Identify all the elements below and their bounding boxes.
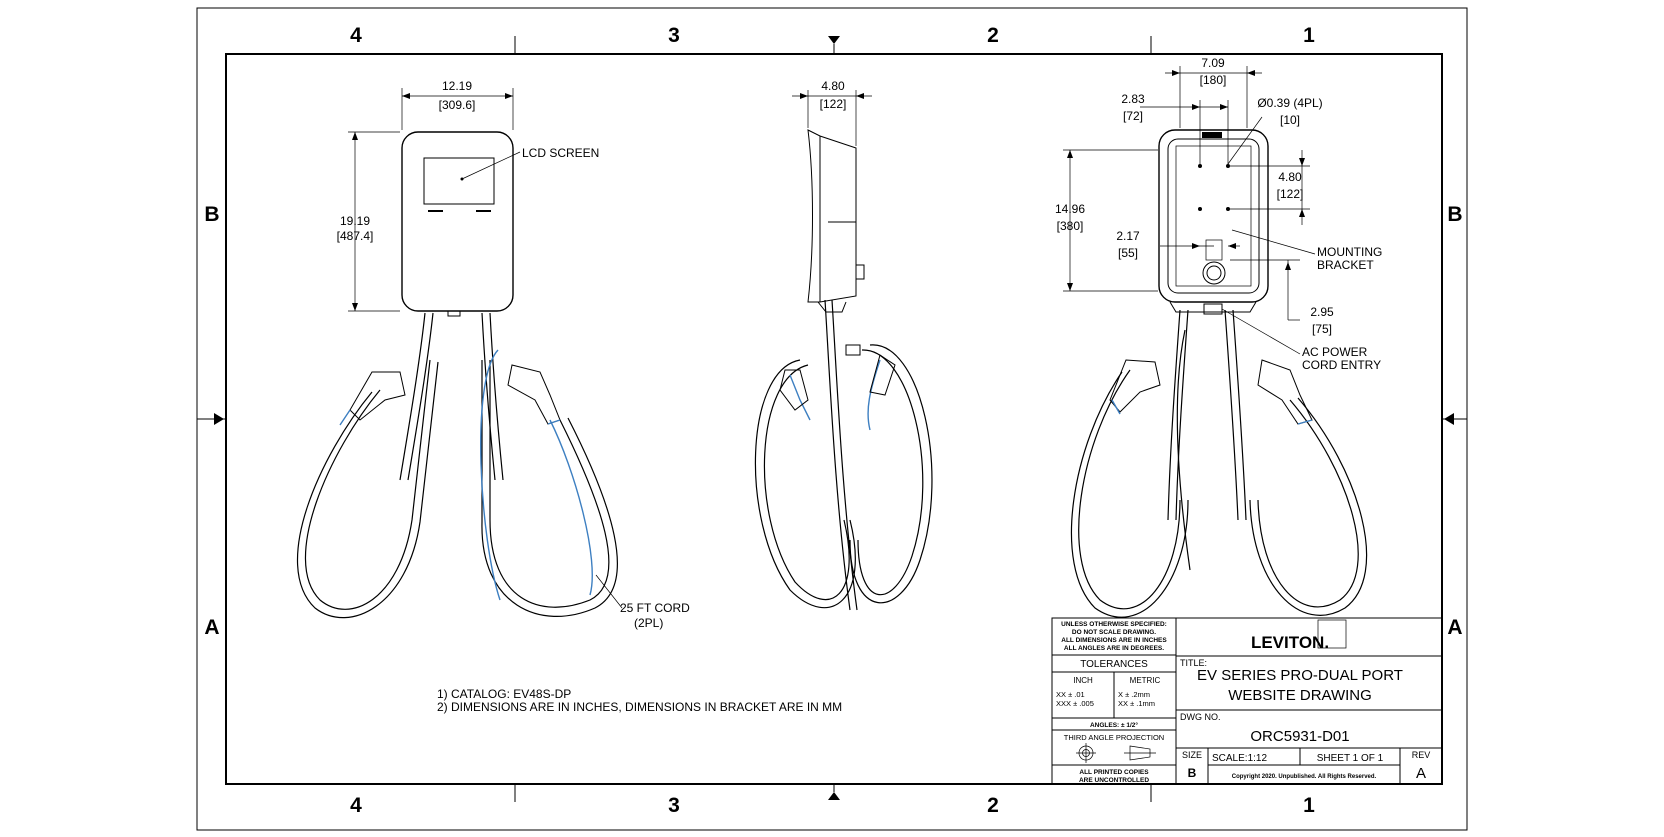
front-height-mm: [487.4] (337, 229, 374, 243)
zone-left-b: B (204, 203, 219, 226)
front-width-in: 12.19 (442, 79, 472, 93)
tb-unless-2: DO NOT SCALE DRAWING. (1072, 629, 1156, 636)
zone-top-1: 1 (1303, 24, 1315, 47)
tb-copyright: Copyright 2020. Unpublished. All Rights … (1232, 774, 1377, 780)
ac-power-label-1: AC POWER (1302, 345, 1368, 359)
zone-top-3: 3 (668, 24, 680, 47)
tb-unless-3: ALL DIMENSIONS ARE IN INCHES (1061, 637, 1167, 644)
tb-projection: THIRD ANGLE PROJECTION (1064, 733, 1164, 742)
front-view: 12.19 [309.6] 19.19 [487.4] LCD SCREEN 2… (296, 79, 690, 630)
note-1: 1) CATALOG: EV48S-DP (437, 687, 571, 701)
side-depth-in: 4.80 (821, 79, 845, 93)
zone-left-a: A (204, 616, 219, 639)
rear-hole-spacing-in: 4.80 (1278, 170, 1302, 184)
mounting-label-2: BRACKET (1317, 258, 1374, 272)
rear-hole-spacing-mm: [122] (1277, 187, 1304, 201)
zone-top-2: 2 (987, 24, 999, 47)
tb-inch-row-2: XXX ± .005 (1056, 699, 1094, 708)
zone-right-b: B (1447, 203, 1462, 226)
tb-metric: METRIC (1130, 676, 1161, 685)
zone-bottom-4: 4 (350, 794, 362, 817)
tb-title-1: EV SERIES PRO-DUAL PORT (1197, 667, 1403, 684)
front-height-in: 19.19 (340, 214, 370, 228)
ac-power-label-2: CORD ENTRY (1302, 358, 1381, 372)
side-depth-mm: [122] (820, 97, 847, 111)
zone-bottom-3: 3 (668, 794, 680, 817)
front-width-mm: [309.6] (439, 98, 476, 112)
rear-view: 7.09 [180] 2.83 [72] Ø0.39 (4PL) [10] 4.… (1055, 56, 1382, 618)
tb-inch: INCH (1073, 676, 1093, 685)
rear-hole-mm: [10] (1280, 113, 1300, 127)
center-arrow-right (1444, 413, 1454, 425)
leviton-logo: LEVITON. (1251, 633, 1329, 652)
tb-size: B (1188, 766, 1197, 780)
tb-angles: ANGLES: ± 1/2° (1090, 721, 1138, 729)
tb-title-label: TITLE: (1180, 658, 1207, 668)
zone-bottom-2: 2 (987, 794, 999, 817)
rear-offset-mm: [72] (1123, 109, 1143, 123)
tb-copies-2: ARE UNCONTROLLED (1079, 777, 1149, 784)
zone-top-4: 4 (350, 24, 362, 47)
zone-ticks (197, 36, 1467, 802)
rear-offset-in: 2.83 (1121, 92, 1145, 106)
rear-bottom-in: 2.95 (1310, 305, 1334, 319)
tb-copies-1: ALL PRINTED COPIES (1079, 769, 1149, 776)
tb-dwg-label: DWG NO. (1180, 712, 1221, 722)
tb-sheet: SHEET 1 OF 1 (1317, 753, 1384, 764)
rear-top-width-mm: [180] (1200, 73, 1227, 87)
cord-label-2: (2PL) (634, 616, 663, 630)
mounting-label-1: MOUNTING (1317, 245, 1382, 259)
zone-right-a: A (1447, 616, 1462, 639)
rear-bracket-offset-in: 2.17 (1116, 229, 1140, 243)
tb-unless-4: ALL ANGLES ARE IN DEGREES. (1064, 645, 1164, 652)
note-2: 2) DIMENSIONS ARE IN INCHES, DIMENSIONS … (437, 700, 842, 714)
title-block: UNLESS OTHERWISE SPECIFIED: DO NOT SCALE… (1051, 617, 1443, 785)
tb-scale: SCALE:1:12 (1212, 753, 1267, 764)
rear-height-mm: [380] (1057, 219, 1084, 233)
tb-unless-1: UNLESS OTHERWISE SPECIFIED: (1061, 621, 1167, 628)
tb-dwg-no: ORC5931-D01 (1250, 728, 1349, 745)
tb-metric-row-1: X ± .2mm (1118, 690, 1150, 699)
rear-bottom-mm: [75] (1312, 322, 1332, 336)
zone-bottom-1: 1 (1303, 794, 1315, 817)
side-view: 4.80 [122] (754, 79, 933, 611)
rear-top-width-in: 7.09 (1201, 56, 1225, 70)
center-arrow-bottom (828, 792, 840, 800)
rear-height-in: 14.96 (1055, 202, 1085, 216)
tb-inch-row-1: XX ± .01 (1056, 690, 1085, 699)
lcd-screen-label: LCD SCREEN (522, 146, 599, 160)
rear-hole-in: Ø0.39 (4PL) (1257, 96, 1322, 110)
tb-title-2: WEBSITE DRAWING (1228, 687, 1372, 704)
cord-label-1: 25 FT CORD (620, 601, 690, 615)
third-angle-projection-icon (1076, 743, 1156, 763)
tb-rev-label: REV (1412, 750, 1431, 760)
center-arrow-top (828, 36, 840, 44)
tb-metric-row-2: XX ± .1mm (1118, 699, 1155, 708)
center-arrow-left (214, 413, 224, 425)
rear-bracket-offset-mm: [55] (1118, 246, 1138, 260)
tb-rev: A (1416, 765, 1426, 782)
tb-tolerances: TOLERANCES (1080, 659, 1148, 670)
tb-size-label: SIZE (1182, 750, 1202, 760)
